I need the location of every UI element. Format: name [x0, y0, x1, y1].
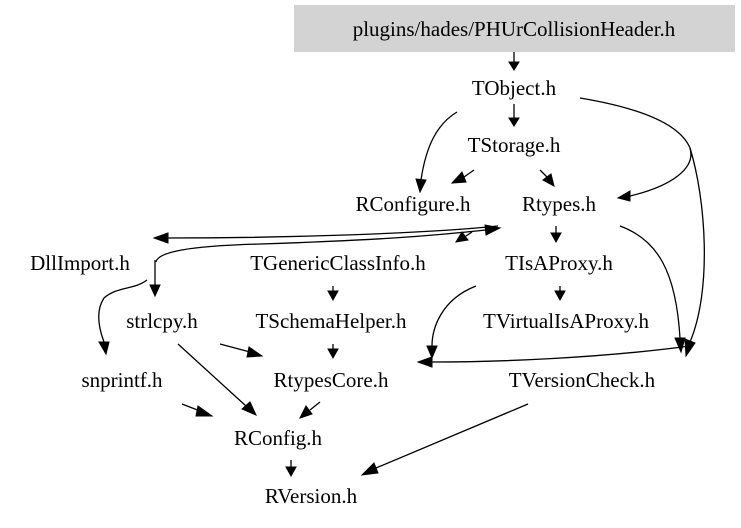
node-tisaproxy[interactable]: TIsAProxy.h — [505, 251, 613, 275]
edge-root-to-tobject — [508, 52, 520, 71]
edge-tversioncheck-to-rtypescore — [416, 345, 691, 368]
node-strlcpy[interactable]: strlcpy.h — [126, 309, 198, 333]
edge-strlcpy-to-rconfig — [177, 343, 257, 416]
node-tobject[interactable]: TObject.h — [472, 76, 557, 100]
root-node-box — [294, 5, 735, 52]
node-rtypescore[interactable]: RtypesCore.h — [274, 368, 389, 392]
edge-tstorage-to-rtypes — [539, 169, 555, 187]
edge-tobject-to-tstorage — [508, 104, 520, 127]
node-rconfigure[interactable]: RConfigure.h — [356, 192, 471, 216]
edge-tversioncheck-to-rversion — [360, 403, 529, 476]
edge-strlcpy-to-rtypescore — [219, 343, 264, 358]
edge-rtypescore-to-rconfig — [299, 401, 321, 419]
edge-rtypes-to-tisaproxy — [550, 226, 562, 244]
edge-tisaproxy-to-rtypescore — [426, 285, 477, 360]
edge-snprintf-to-rconfig — [181, 403, 214, 417]
edge-dllimport-to-snprintf — [98, 279, 148, 356]
edge-tstorage-to-rconfigure — [450, 169, 475, 184]
node-dllimport[interactable]: DllImport.h — [30, 251, 130, 275]
node-tschemahelper[interactable]: TSchemaHelper.h — [255, 309, 407, 333]
edge-tobject-to-rconfigure — [415, 111, 458, 194]
node-tvirtualisaproxy[interactable]: TVirtualIsAProxy.h — [483, 309, 649, 333]
node-rconfig[interactable]: RConfig.h — [234, 426, 323, 450]
edge-tgenericclassinfo-to-tschemahelper — [327, 286, 339, 302]
edge-dllimport-to-rtypes — [155, 224, 502, 263]
edge-rconfig-to-rversion — [285, 460, 297, 478]
edge-rtypes-to-tversioncheck — [619, 225, 686, 354]
edge-tobject-to-rtypes — [579, 97, 692, 202]
node-tstorage[interactable]: TStorage.h — [468, 133, 561, 157]
edge-tschemahelper-to-rtypescore — [327, 344, 339, 360]
node-snprintf[interactable]: snprintf.h — [81, 368, 163, 392]
node-root[interactable]: plugins/hades/PHUrCollisionHeader.h — [353, 17, 676, 41]
node-tversioncheck[interactable]: TVersionCheck.h — [509, 368, 656, 392]
node-rtypes[interactable]: Rtypes.h — [522, 192, 597, 216]
edge-tobject-to-tversioncheck — [684, 147, 705, 358]
node-tgenericclassinfo[interactable]: TGenericClassInfo.h — [250, 251, 426, 275]
edge-rtypes-to-dllimport — [152, 225, 499, 244]
edge-rtypes-to-rtypescore — [455, 231, 473, 243]
edge-dllimport-to-strlcpy — [149, 260, 161, 298]
node-rversion[interactable]: RVersion.h — [265, 484, 358, 508]
edge-tisaproxy-to-tvirtualisaproxy — [554, 286, 566, 302]
